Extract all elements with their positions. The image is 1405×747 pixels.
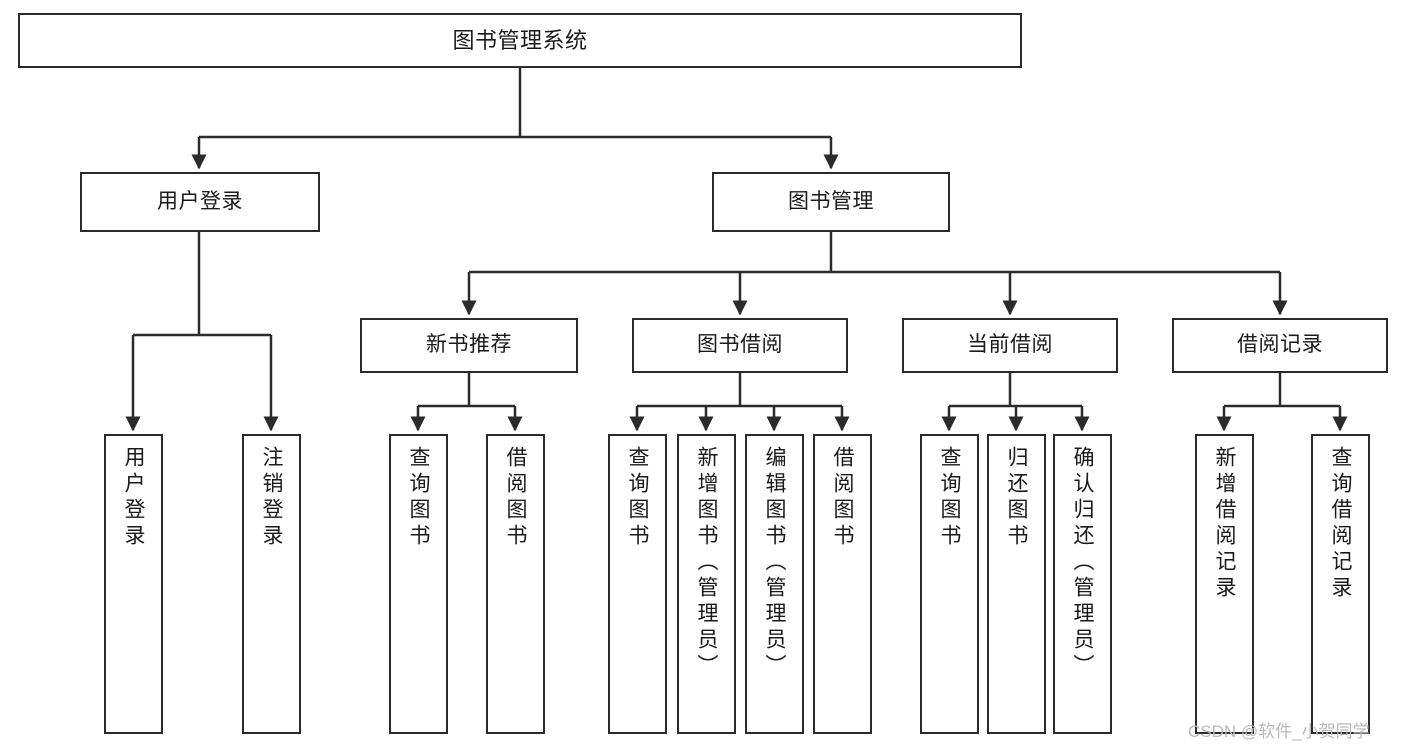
node-user-login[interactable]: 用户登录 <box>80 172 320 232</box>
node-label: 编辑图书（管理员） <box>763 446 786 680</box>
node-label: 查询图书 <box>626 446 649 550</box>
node-label: 新增借阅记录 <box>1213 446 1236 602</box>
node-root-system[interactable]: 图书管理系统 <box>18 13 1022 68</box>
node-label: 图书管理 <box>788 189 874 213</box>
node-label: 图书借阅 <box>697 333 783 357</box>
csdn-watermark: CSDN @软件_小贺同学 <box>1188 722 1370 741</box>
node-current-borrow[interactable]: 当前借阅 <box>902 318 1118 373</box>
leaf-borrow-query-book[interactable]: 查询图书 <box>608 434 667 734</box>
leaf-record-add-record[interactable]: 新增借阅记录 <box>1195 434 1254 734</box>
node-book-borrow[interactable]: 图书借阅 <box>632 318 848 373</box>
node-label: 新书推荐 <box>426 333 512 357</box>
node-label: 用户登录 <box>157 189 243 213</box>
node-label: 当前借阅 <box>967 333 1053 357</box>
node-borrow-record[interactable]: 借阅记录 <box>1172 318 1388 373</box>
node-label: 查询图书 <box>938 446 961 550</box>
leaf-recommend-query-book[interactable]: 查询图书 <box>389 434 448 734</box>
leaf-user-login-login[interactable]: 用户登录 <box>104 434 163 734</box>
leaf-current-return-book[interactable]: 归还图书 <box>987 434 1046 734</box>
leaf-borrow-edit-book-admin[interactable]: 编辑图书（管理员） <box>745 434 804 734</box>
leaf-recommend-borrow-book[interactable]: 借阅图书 <box>486 434 545 734</box>
leaf-record-query-record[interactable]: 查询借阅记录 <box>1311 434 1370 734</box>
node-label: 借阅记录 <box>1237 333 1323 357</box>
node-label: 归还图书 <box>1005 446 1028 550</box>
node-label: 确认归还（管理员） <box>1071 446 1094 680</box>
node-label: 注销登录 <box>260 446 283 550</box>
node-new-book-recommend[interactable]: 新书推荐 <box>360 318 578 373</box>
node-label: 查询借阅记录 <box>1329 446 1352 602</box>
node-book-management[interactable]: 图书管理 <box>712 172 950 232</box>
leaf-borrow-add-book-admin[interactable]: 新增图书（管理员） <box>677 434 736 734</box>
node-label: 图书管理系统 <box>452 27 588 53</box>
node-label: 新增图书（管理员） <box>695 446 718 680</box>
leaf-current-query-book[interactable]: 查询图书 <box>920 434 979 734</box>
node-label: 查询图书 <box>407 446 430 550</box>
leaf-user-login-logout[interactable]: 注销登录 <box>242 434 301 734</box>
node-label: 借阅图书 <box>504 446 527 550</box>
leaf-borrow-borrow-book[interactable]: 借阅图书 <box>813 434 872 734</box>
leaf-current-confirm-return-admin[interactable]: 确认归还（管理员） <box>1053 434 1112 734</box>
node-label: 用户登录 <box>122 446 145 550</box>
node-label: 借阅图书 <box>831 446 854 550</box>
